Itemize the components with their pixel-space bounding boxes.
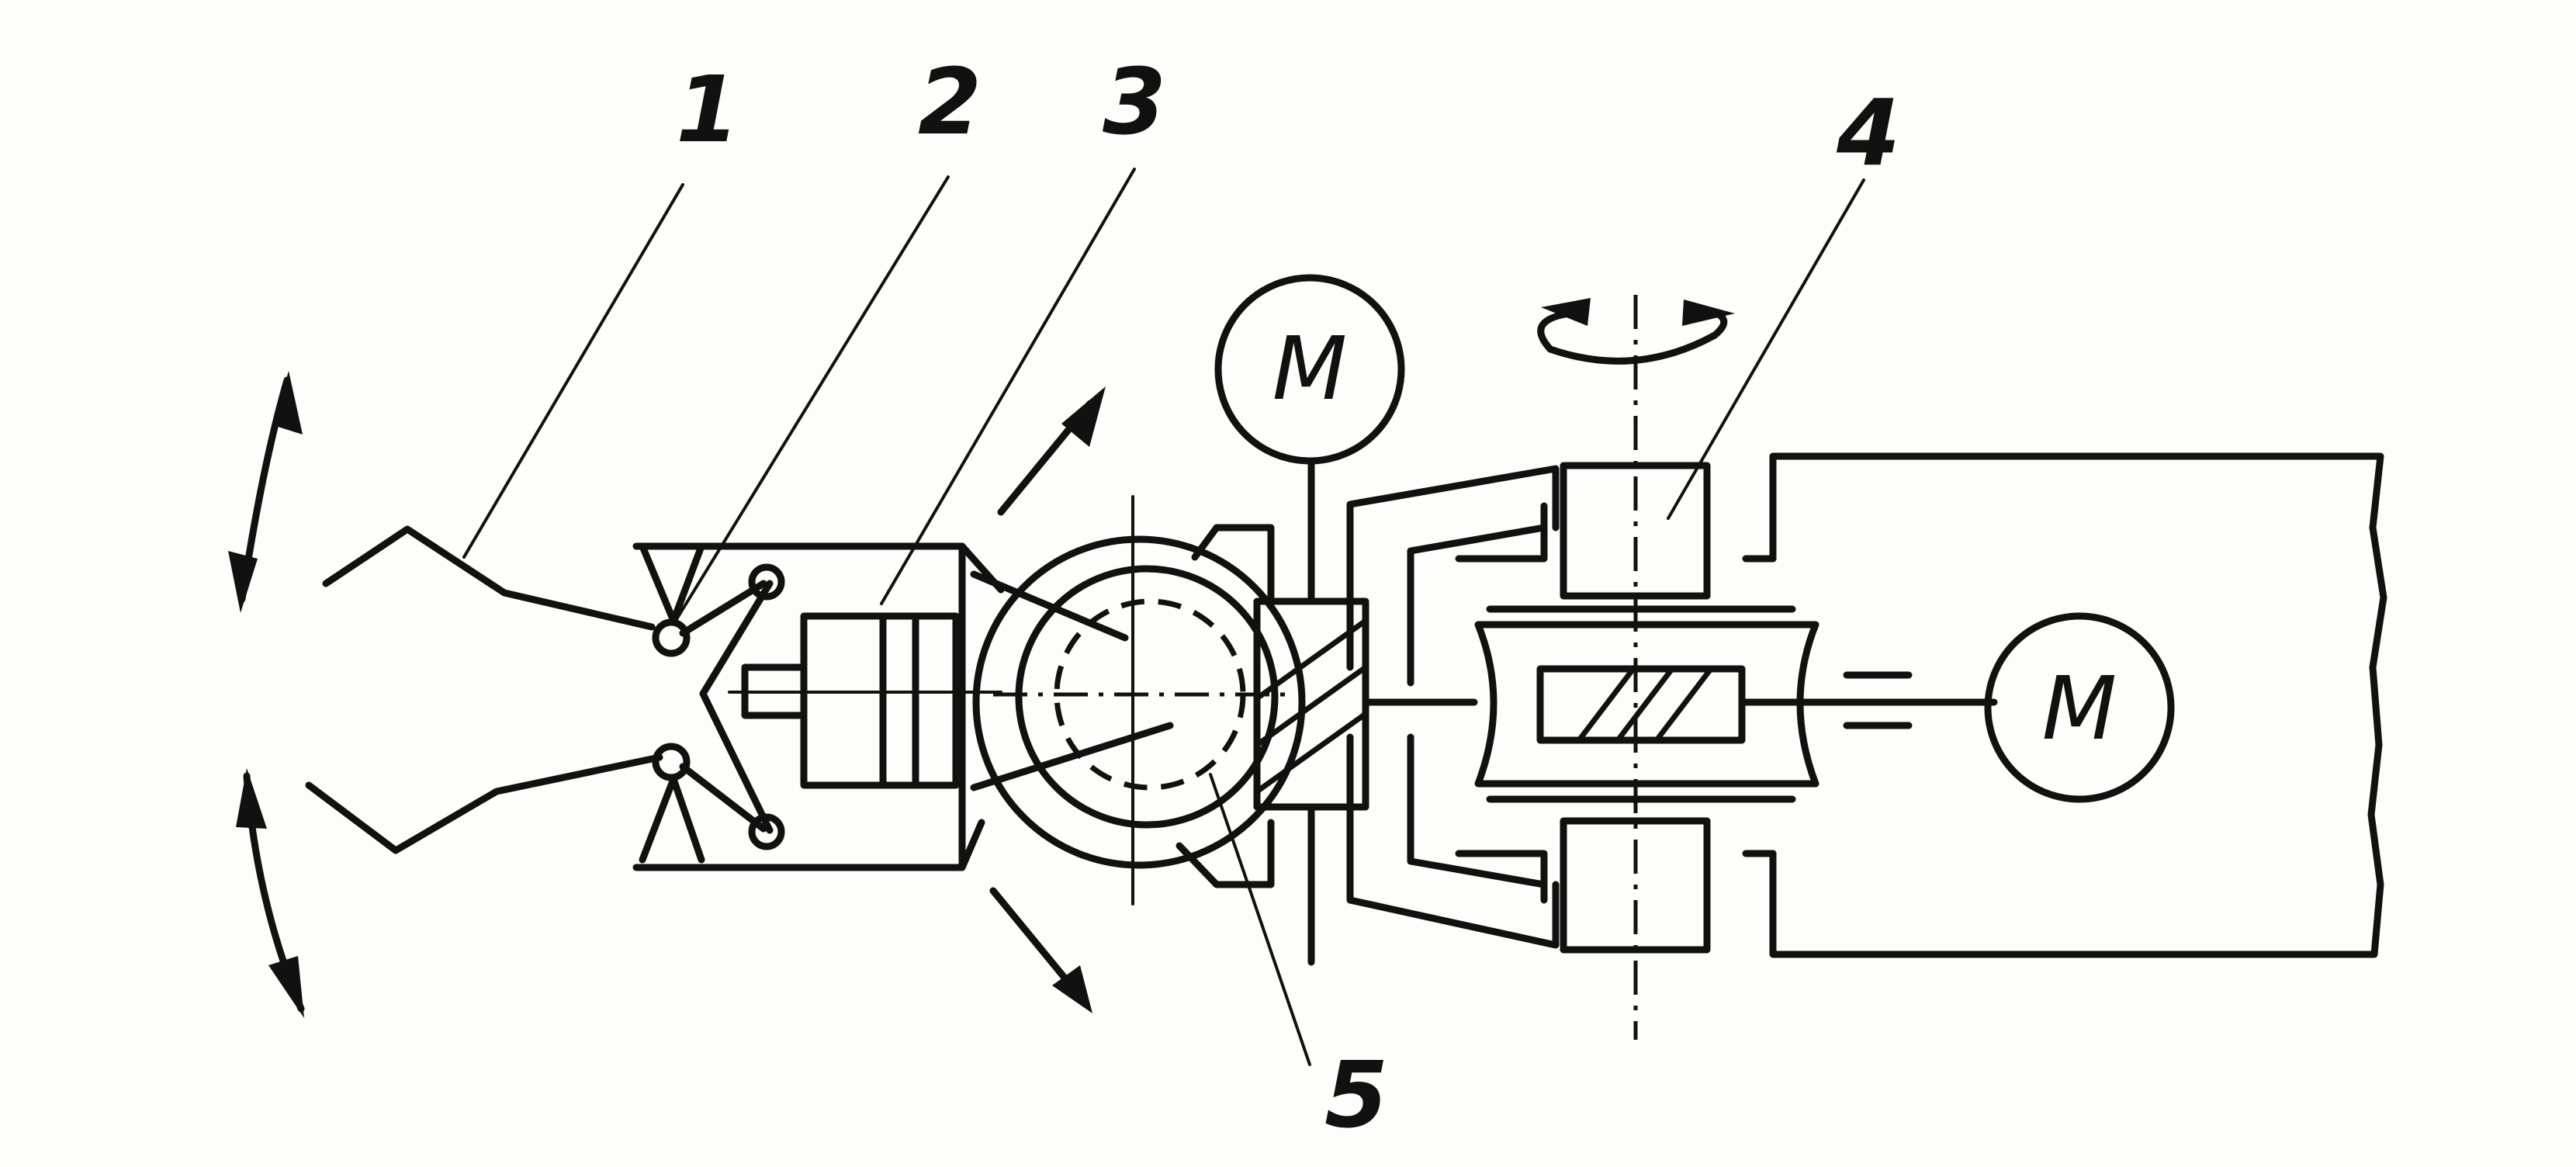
upper-link-joint (748, 563, 785, 601)
housing-taper-bottom (958, 819, 985, 871)
upper-diagonal-arrowhead (1061, 386, 1106, 447)
rotation-arrowhead-right (1682, 300, 1735, 326)
lower-link (679, 763, 767, 833)
rotor-housing-top (1191, 524, 1275, 601)
lower-finger (305, 753, 663, 854)
upper-finger (322, 525, 656, 631)
rotary-drum (1474, 621, 1819, 788)
rotation-arrowhead-left (1541, 298, 1591, 326)
leader-lines (462, 168, 1865, 1066)
arm-body (1738, 452, 2387, 958)
rotary-joint (1474, 295, 1819, 1040)
rotor-outer-ring (972, 535, 1306, 869)
motor-right-label: M (2042, 659, 2117, 760)
lower-support (639, 775, 705, 864)
rotor-housing-bottom (1175, 819, 1275, 888)
upper-swing-arrowhead-top (273, 371, 303, 435)
motor-top-label: M (1272, 319, 1348, 420)
leader-1 (462, 183, 684, 559)
callout-4: 4 (1836, 79, 1900, 186)
leader-3 (880, 168, 1136, 605)
callouts: 1 2 3 4 5 (676, 48, 1900, 1148)
rotor-inner-ring (1015, 565, 1279, 829)
callout-2: 2 (918, 48, 982, 155)
piston-cylinder (728, 612, 1002, 789)
upper-support (639, 542, 705, 625)
upper-link (679, 580, 767, 637)
motion-arrows (228, 298, 1735, 1018)
lower-flange (1455, 850, 1548, 904)
motor-top: M (1214, 274, 1405, 465)
hatch-line (1577, 667, 1636, 743)
drive-rocker (699, 580, 774, 834)
lower-rocker-arm (970, 722, 1174, 791)
leader-5 (1209, 773, 1311, 1066)
upper-flange (1455, 502, 1548, 563)
coupling-inner-bracket (1407, 524, 1548, 687)
lower-finger-pivot (652, 743, 691, 781)
upper-rocker-arm (970, 570, 1129, 642)
leader-2 (675, 175, 950, 621)
hatch-line (1615, 667, 1674, 743)
lower-swing-arrowhead-bottom (268, 956, 304, 1018)
lower-link-joint (748, 813, 785, 850)
finger-linkage (639, 542, 785, 864)
arm-body-outline (1769, 452, 2387, 958)
rotary-gear (1536, 665, 1746, 744)
lower-diagonal-arrowhead (1052, 965, 1092, 1013)
coupling-inner-bracket-lower (1407, 733, 1548, 888)
hatch-line (1654, 667, 1713, 743)
leader-4 (1667, 178, 1865, 520)
motor-right: M (1984, 612, 2175, 803)
motor-right-circle (1984, 612, 2175, 803)
lower-swing-arrowhead-top (236, 768, 267, 829)
callout-3: 3 (1103, 48, 1166, 155)
hatch-line (1255, 712, 1368, 794)
coupling-housing (1346, 465, 1560, 949)
hatch-line (1255, 665, 1368, 747)
coupling-housing-outer-lower (1346, 733, 1560, 949)
motor-top-circle (1214, 274, 1405, 465)
wrist-rotor (970, 495, 1306, 906)
upper-finger-pivot (652, 618, 691, 657)
housing-outline (632, 542, 966, 871)
gripper-fingers (305, 525, 691, 854)
coupling-housing-outer (1346, 465, 1560, 671)
rotation-arrow (1537, 303, 1728, 365)
callout-5: 5 (1324, 1041, 1388, 1148)
upper-swing-arrowhead-bottom (228, 551, 258, 613)
callout-1: 1 (676, 56, 739, 163)
